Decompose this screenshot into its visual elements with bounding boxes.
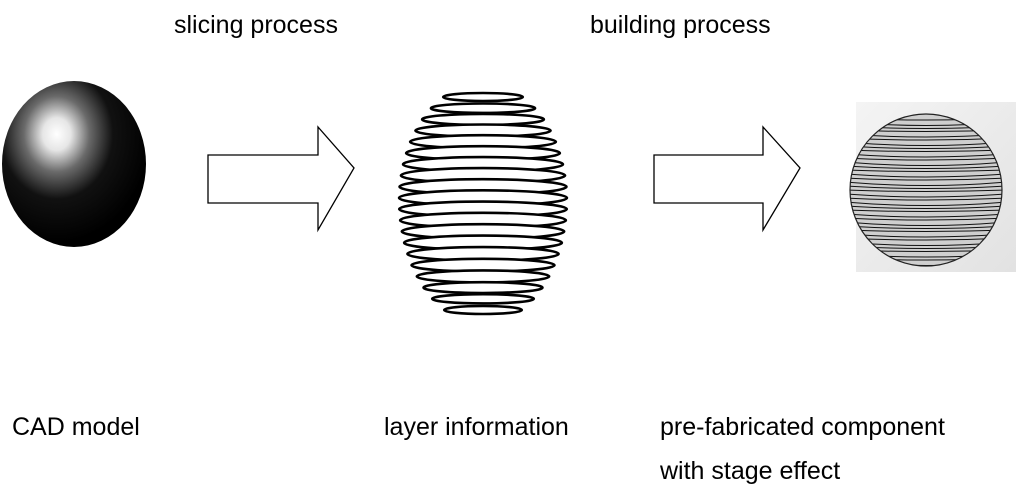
cad-model-caption: CAD model xyxy=(12,413,140,441)
stratum-line xyxy=(850,153,1002,158)
prefabricated-component-caption-line2: with stage effect xyxy=(660,457,841,485)
stratum-line xyxy=(850,177,1002,181)
stratum-line xyxy=(850,185,1002,189)
stratum-line xyxy=(850,181,1002,186)
stratum-line xyxy=(850,169,1002,172)
stratum-line xyxy=(850,157,1002,161)
stratum-line xyxy=(850,221,1002,226)
stratum-line xyxy=(850,145,1002,149)
layer-information-caption: layer information xyxy=(384,413,569,441)
stratum-line xyxy=(850,201,1002,206)
stratum-line xyxy=(850,173,1002,178)
layer-slice xyxy=(441,91,525,103)
prefabricated-component-caption-line1: pre-fabricated component xyxy=(660,413,945,441)
stratum-line xyxy=(850,213,1002,218)
slicing-process-label: slicing process xyxy=(174,11,338,39)
stratum-line xyxy=(850,165,1002,169)
stratum-line xyxy=(850,189,1002,192)
stratum-line xyxy=(850,149,1002,152)
stratum-line xyxy=(850,205,1002,209)
layer-slice xyxy=(430,292,536,305)
stratum-line xyxy=(850,193,1002,198)
stratum-line xyxy=(850,225,1002,229)
stratum-line xyxy=(850,229,1002,232)
stratum-line xyxy=(850,217,1002,221)
stratum-line xyxy=(850,161,1002,166)
layer-slice xyxy=(442,304,524,316)
building-process-label: building process xyxy=(590,11,771,39)
stratum-line xyxy=(850,197,1002,201)
stratum-line xyxy=(850,209,1002,212)
